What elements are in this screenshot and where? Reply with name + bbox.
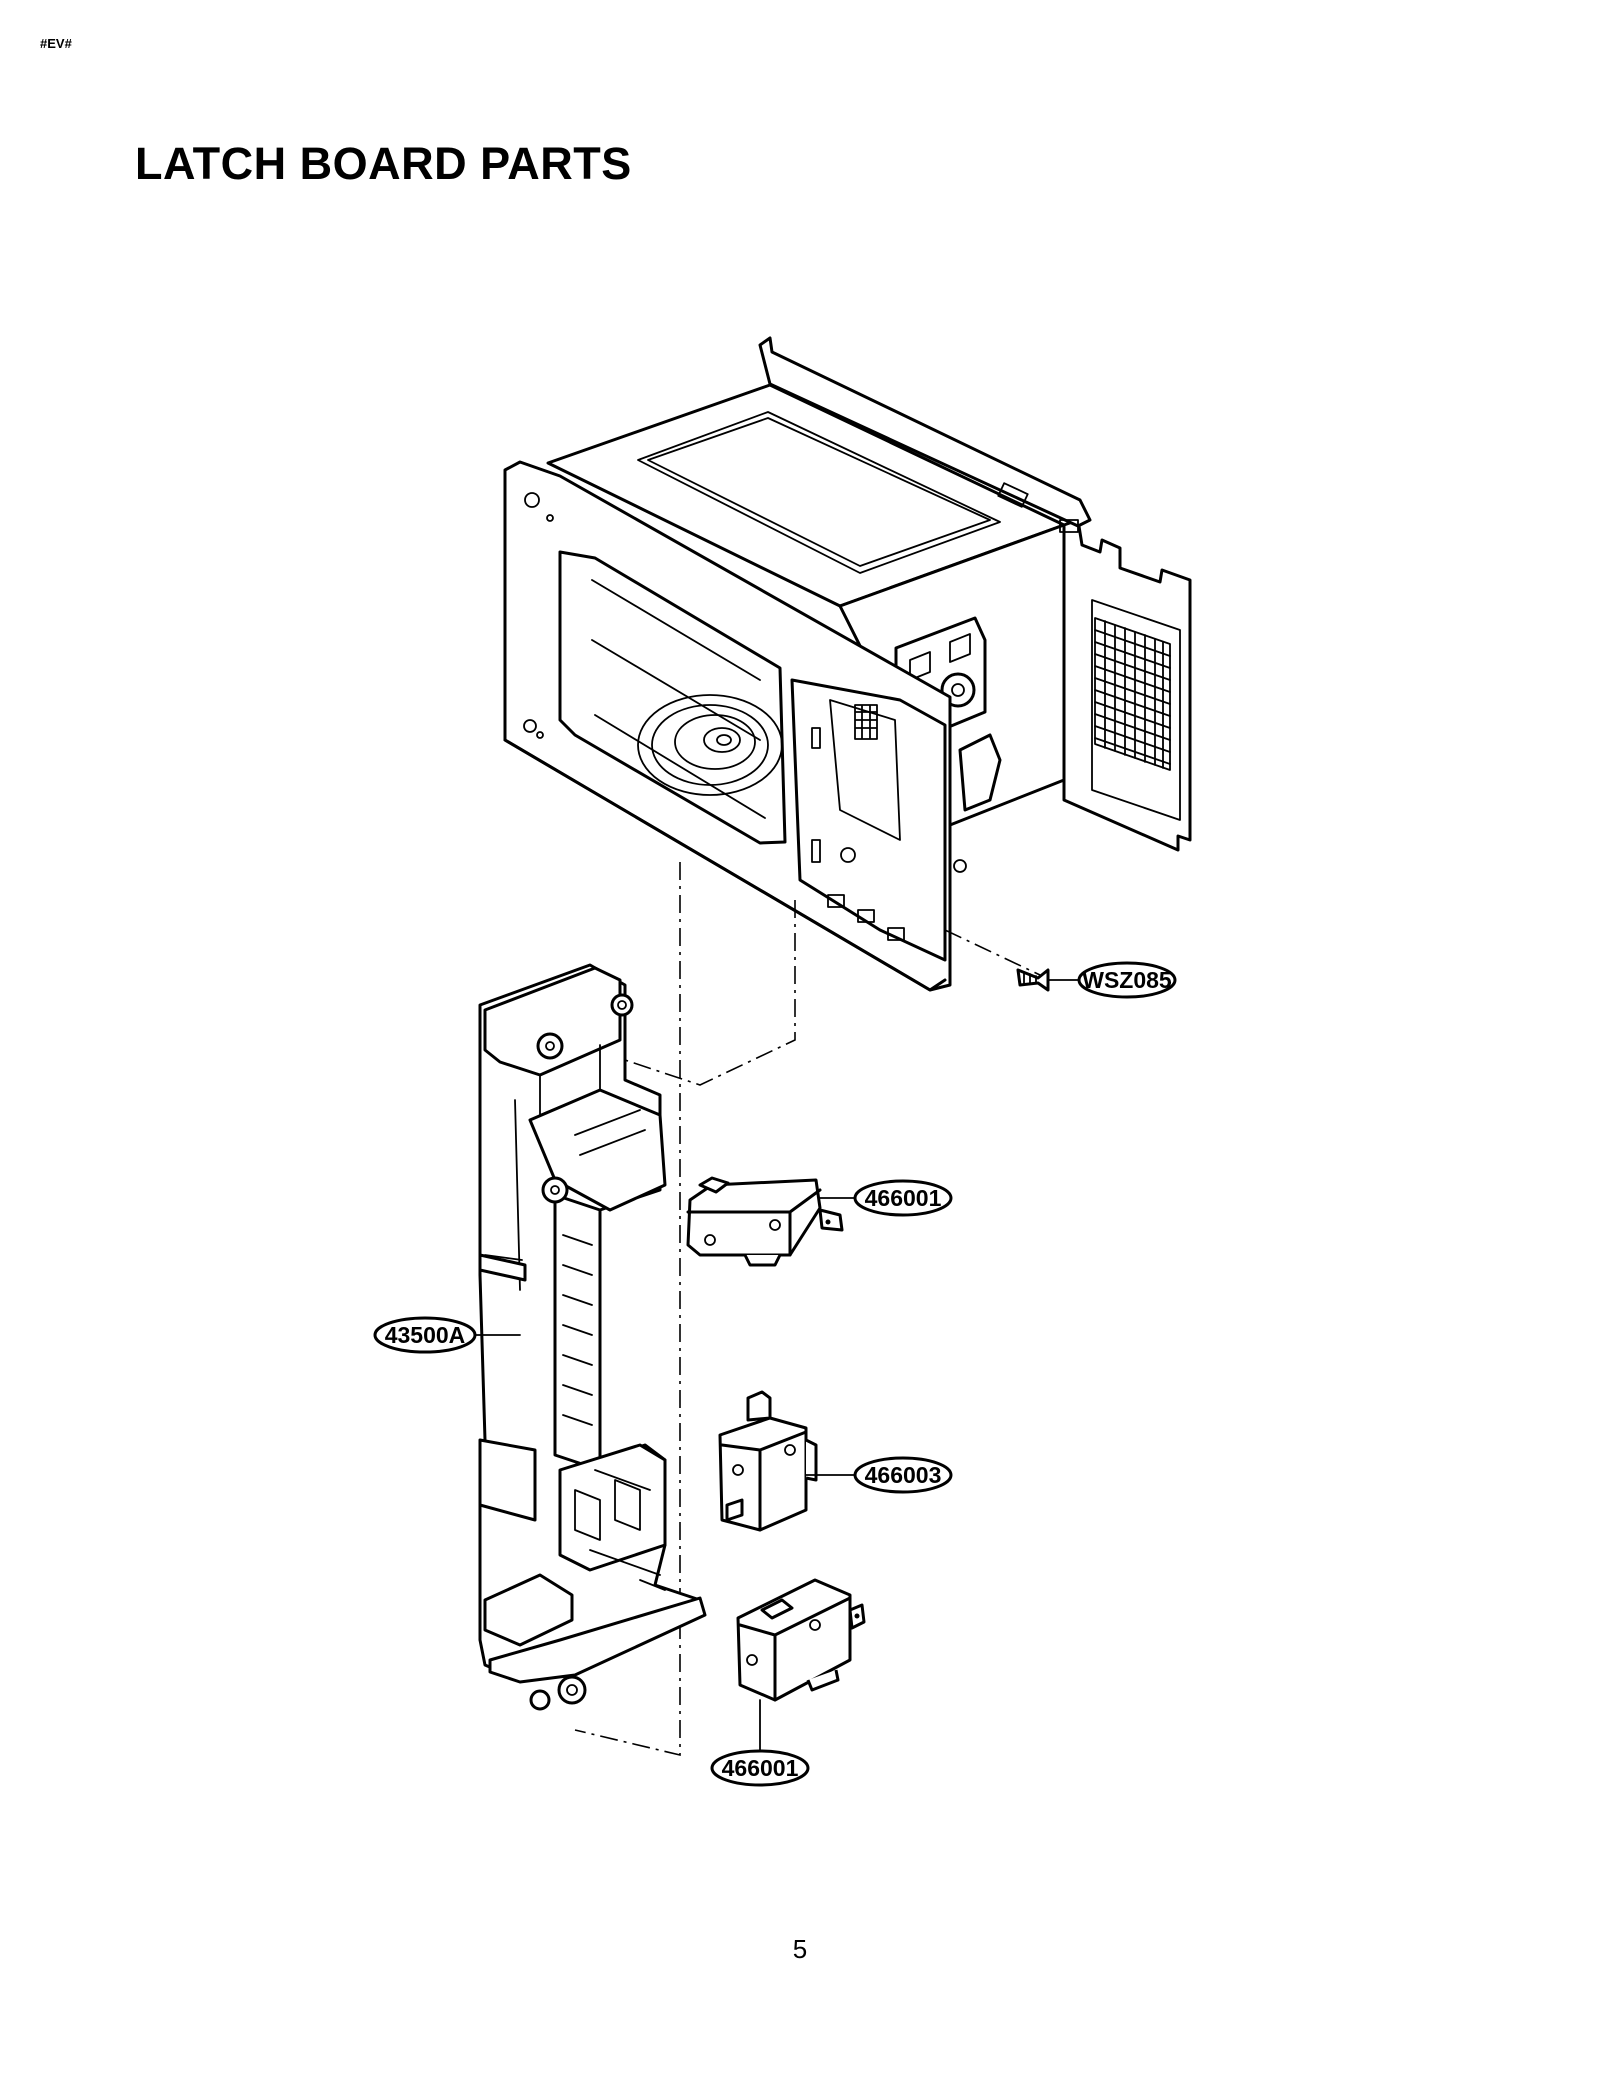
document-code: #EV# <box>40 36 72 51</box>
page-number: 5 <box>792 1934 808 1964</box>
micro-switch-bottom: 466001 <box>710 1578 866 1787</box>
callout-label: 466003 <box>865 1462 942 1488</box>
callout-label: 466001 <box>865 1185 942 1211</box>
page-title: LATCH BOARD PARTS <box>135 138 632 189</box>
vent-grille <box>1094 617 1171 771</box>
assembly-guide-lines <box>574 862 1041 1757</box>
callout-label: 466001 <box>722 1755 799 1781</box>
micro-switch-middle: 466003 <box>718 1390 953 1532</box>
oven-cavity-assembly <box>503 336 1192 992</box>
callout-label: 43500A <box>385 1322 466 1348</box>
screw-part: WSZ085 <box>1016 961 1177 999</box>
callout-label: WSZ085 <box>1082 967 1172 993</box>
latch-board-part: 43500A <box>373 963 707 1711</box>
micro-switch-top: 466001 <box>686 1176 953 1267</box>
turntable <box>637 694 783 796</box>
